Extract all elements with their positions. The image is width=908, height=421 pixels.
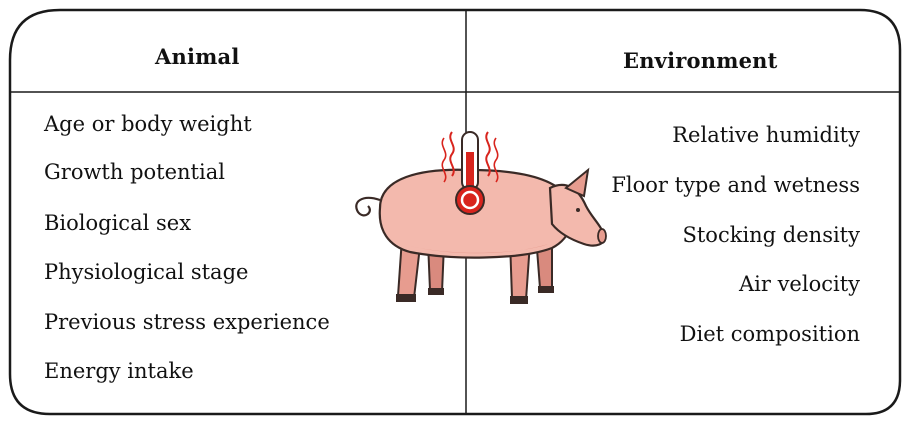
animal-factor: Energy intake bbox=[44, 358, 194, 384]
animal-factor: Previous stress experience bbox=[44, 309, 330, 335]
animal-factor: Age or body weight bbox=[44, 111, 252, 137]
pig-hoof bbox=[428, 288, 444, 295]
pig-tail bbox=[356, 198, 380, 215]
environment-heading: Environment bbox=[623, 48, 778, 73]
environment-factor: Floor type and wetness bbox=[611, 172, 860, 198]
environment-factor: Stocking density bbox=[682, 222, 860, 248]
environment-factor: Air velocity bbox=[739, 271, 860, 297]
pig-eye bbox=[576, 208, 580, 212]
pig-hoof bbox=[396, 294, 416, 302]
environment-factor: Relative humidity bbox=[672, 122, 860, 148]
environment-factor: Diet composition bbox=[680, 321, 860, 347]
pig-hoof bbox=[538, 286, 554, 293]
animal-heading: Animal bbox=[155, 44, 240, 69]
pig-hoof bbox=[510, 296, 528, 304]
animal-factor: Growth potential bbox=[44, 159, 225, 185]
pig-snout bbox=[598, 229, 606, 243]
pig-with-thermometer-icon bbox=[340, 118, 610, 314]
animal-factor: Biological sex bbox=[44, 210, 191, 236]
animal-factor: Physiological stage bbox=[44, 259, 248, 285]
